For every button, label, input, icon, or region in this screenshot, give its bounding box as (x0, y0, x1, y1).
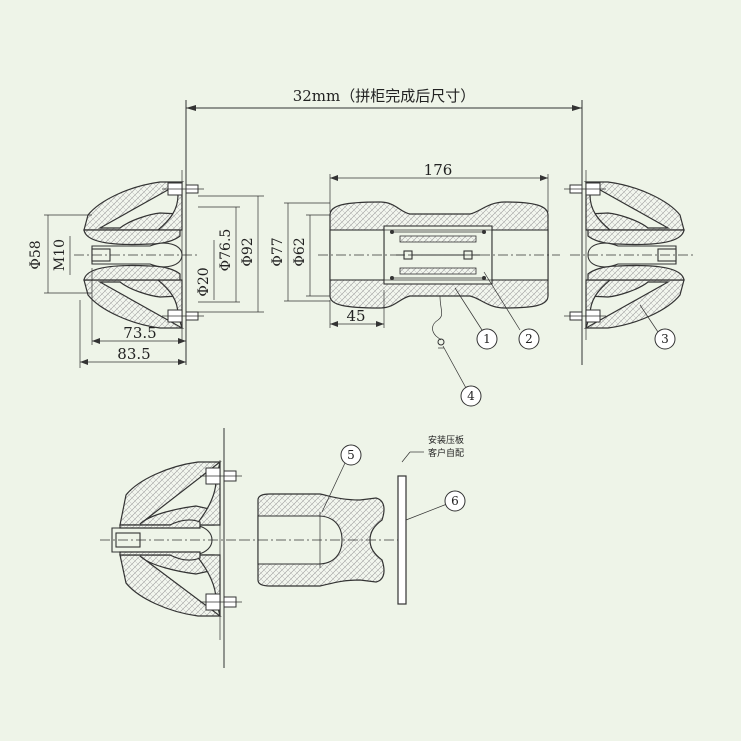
svg-text:2: 2 (525, 332, 533, 346)
svg-text:3: 3 (661, 332, 669, 346)
balloon-6: 6 (405, 490, 466, 521)
svg-text:4: 4 (467, 389, 475, 403)
bolt-bottom-right (564, 309, 606, 323)
dim-73-5: 73.5 (123, 324, 156, 342)
balloon-1: 1 (454, 287, 498, 350)
overall-dimension: 32mm（拼柜完成后尺寸） (186, 87, 582, 111)
bolt-bottom-bottom-view (200, 593, 242, 611)
right-bushing-view (564, 100, 694, 365)
balloon-3: 3 (639, 304, 676, 350)
dim-m10: M10 (52, 239, 68, 271)
dim-phi76-5: Φ76.5 (218, 229, 234, 272)
balloon-2: 2 (483, 271, 540, 350)
bolt-top-right (564, 182, 606, 196)
svg-text:5: 5 (347, 448, 355, 462)
dim-45: 45 (346, 307, 365, 325)
balloon-4: 4 (442, 345, 482, 407)
dim-phi92: Φ92 (240, 237, 256, 266)
dim-83-5: 83.5 (117, 345, 150, 363)
dim-phi77: Φ77 (270, 237, 286, 266)
svg-text:6: 6 (451, 494, 459, 508)
dim-176: 176 (424, 161, 453, 179)
left-bushing-view: Φ58 M10 Φ20 Φ76.5 Φ92 73.5 83.5 (28, 100, 264, 368)
center-coupler-view: 176 Φ77 Φ62 45 (270, 161, 560, 349)
dim-phi58: Φ58 (28, 240, 44, 269)
mounting-plate: 安装压板 客户自配 (397, 434, 464, 605)
coupler-half-view (240, 493, 400, 587)
note-line-2: 客户自配 (428, 447, 464, 459)
dim-phi62: Φ62 (292, 237, 308, 266)
overall-dimension-label: 32mm（拼柜完成后尺寸） (293, 87, 476, 105)
bolt-top-left (162, 182, 204, 196)
bottom-bushing-view (100, 428, 242, 668)
dim-phi20: Φ20 (196, 267, 212, 296)
bolt-bottom-left (162, 309, 204, 323)
bolt-top-bottom-view (200, 467, 242, 485)
balloon-5: 5 (321, 444, 362, 513)
svg-text:1: 1 (483, 332, 491, 346)
note-line-1: 安装压板 (428, 434, 464, 446)
